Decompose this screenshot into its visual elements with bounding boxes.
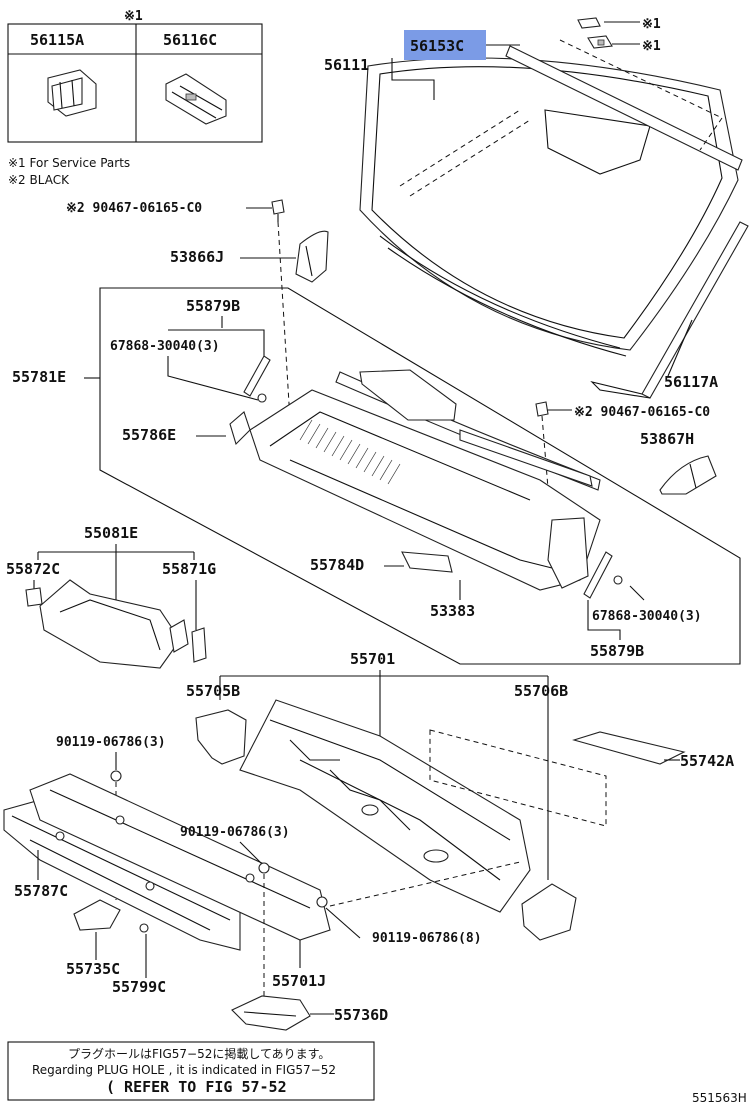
side-molding-drawing (590, 221, 749, 399)
label-55735C[interactable]: 55735C (66, 960, 120, 978)
label-55781E[interactable]: 55781E (12, 368, 66, 386)
label-53867H[interactable]: 53867H (640, 430, 694, 448)
cowl-side-55081E-drawing (25, 579, 207, 669)
label-56153C[interactable]: 56153C (410, 37, 464, 55)
seal-55784D-drawing (401, 551, 453, 573)
label-55871G[interactable]: 55871G (162, 560, 216, 578)
label-55879B-top[interactable]: 55879B (186, 297, 240, 315)
windshield-glass-drawing (359, 57, 739, 357)
label-90119-c[interactable]: 90119-06786(8) (372, 931, 482, 946)
highlight-56153C (404, 30, 486, 60)
label-55081E[interactable]: 55081E (84, 524, 138, 542)
label-55799C[interactable]: 55799C (112, 978, 166, 996)
label-53383[interactable]: 53383 (430, 602, 475, 620)
label-56117A[interactable]: 56117A (664, 373, 718, 391)
label-55784D[interactable]: 55784D (310, 556, 364, 574)
pad-55742A-drawing (572, 731, 686, 765)
bolt-right-drawing (535, 401, 549, 417)
garnish-53867H-drawing (659, 455, 717, 495)
inset-col2-label: 56116C (163, 31, 217, 49)
figure-code: 551563H (692, 1091, 747, 1105)
label-mark-top1: ※1 (642, 17, 661, 32)
label-53866J[interactable]: 53866J (170, 248, 224, 266)
clip-55799C-drawing (139, 923, 149, 933)
bracket-55781E (99, 287, 741, 665)
bolt-90119-b-drawing (258, 862, 270, 874)
label-55701J[interactable]: 55701J (272, 972, 326, 990)
label-55705B[interactable]: 55705B (186, 682, 240, 700)
seal-55879B-bottom-drawing (583, 551, 623, 599)
footer-line2: Regarding PLUG HOLE , it is indicated in… (32, 1063, 336, 1077)
label-55736D[interactable]: 55736D (334, 1006, 388, 1024)
label-55706B[interactable]: 55706B (514, 682, 568, 700)
top-molding-drawing (505, 39, 743, 171)
bracket-55706B-drawing (521, 883, 577, 941)
label-67868-right[interactable]: 67868-30040(3) (592, 609, 702, 624)
cowl-panel-55701-drawing (239, 699, 531, 913)
label-90467-left[interactable]: ※2 90467-06165-C0 (66, 201, 202, 216)
bolt-90119-c-drawing (316, 896, 328, 908)
legend-line2: ※2 BLACK (8, 173, 70, 187)
clip-56116C-drawing (165, 73, 227, 125)
garnish-53866J-drawing (295, 230, 329, 283)
inset-table (7, 23, 263, 143)
inset-mark: ※1 (124, 9, 143, 24)
footer-line3[interactable]: ( REFER TO FIG 57-52 (106, 1078, 287, 1096)
label-mark-top2: ※1 (642, 39, 661, 54)
label-56111[interactable]: 56111 (324, 56, 369, 74)
footer-line1: プラグホールはFIG57−52に掲載してあります。 (68, 1046, 330, 1061)
label-67868-left[interactable]: 67868-30040(3) (110, 339, 220, 354)
label-90467-right[interactable]: ※2 90467-06165-C0 (574, 405, 710, 420)
label-55879B-bottom[interactable]: 55879B (590, 642, 644, 660)
label-55872C[interactable]: 55872C (6, 560, 60, 578)
reinforcement-upper-drawing (29, 773, 331, 941)
label-90119-a[interactable]: 90119-06786(3) (56, 735, 166, 750)
footer-note-box (7, 1041, 375, 1101)
clip-55786E-drawing (229, 411, 251, 446)
label-55701[interactable]: 55701 (350, 650, 395, 668)
label-55786E[interactable]: 55786E (122, 426, 176, 444)
bolt-left-drawing (271, 199, 285, 222)
bracket-55705B-drawing (195, 709, 247, 765)
clip-56115A-drawing (47, 69, 97, 117)
bracket-55735C-drawing (73, 899, 121, 931)
label-90119-b[interactable]: 90119-06786(3) (180, 825, 290, 840)
cowl-louver-drawing (249, 369, 601, 591)
inset-col1-label: 56115A (30, 31, 84, 49)
seal-55879B-top-drawing (243, 355, 271, 403)
label-55787C[interactable]: 55787C (14, 882, 68, 900)
clip-top-right-drawing (577, 17, 613, 49)
cover-55736D-drawing (231, 995, 311, 1031)
bolt-90119-a-drawing (110, 770, 122, 782)
label-55742A[interactable]: 55742A (680, 752, 734, 770)
legend-line1: ※1 For Service Parts (8, 156, 130, 170)
